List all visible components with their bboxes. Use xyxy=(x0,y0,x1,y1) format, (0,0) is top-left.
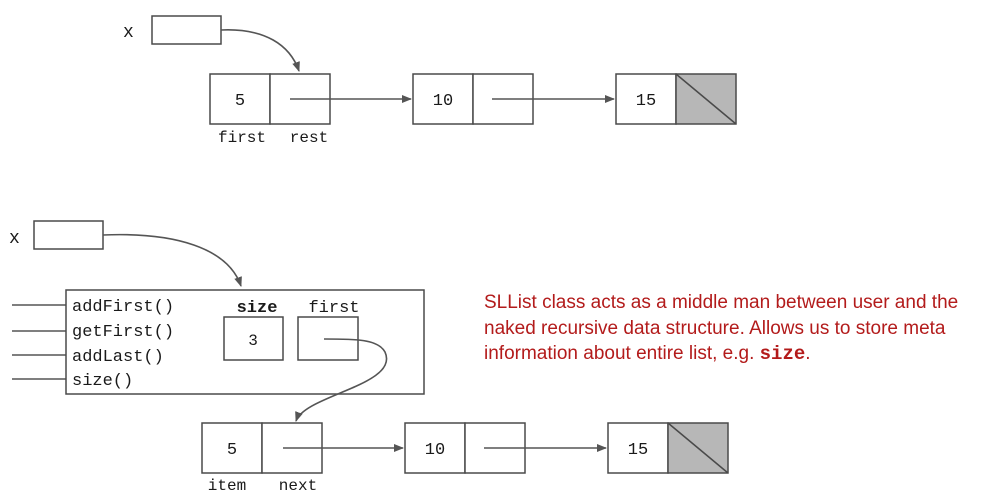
top-node-2: 10 xyxy=(412,73,534,125)
bottom-next-field-label: next xyxy=(279,477,317,495)
bottom-null-slash xyxy=(667,422,729,474)
size-field-value: 3 xyxy=(248,332,258,350)
method-addfirst: addFirst() xyxy=(72,298,174,317)
note-size-code: size xyxy=(759,343,806,365)
method-getfirst: getFirst() xyxy=(72,323,174,342)
bottom-node-1-value: 5 xyxy=(227,441,237,460)
top-rest-field-label: rest xyxy=(290,129,328,147)
bottom-node-3-value: 15 xyxy=(628,441,648,460)
size-field-label: size xyxy=(237,299,278,318)
bottom-var-x-label: x xyxy=(9,229,20,249)
note-text: SLList class acts as a middle man betwee… xyxy=(484,292,959,364)
first-field-label: first xyxy=(308,299,359,318)
bottom-node-2-value-cell xyxy=(404,422,466,474)
top-diagram: x 5 first rest 10 15 xyxy=(123,15,737,147)
sllist-explanation-note: SLList class acts as a middle man betwee… xyxy=(484,290,1004,368)
size-field-box xyxy=(223,316,284,361)
top-first-field-label: first xyxy=(218,129,266,147)
top-var-x-label: x xyxy=(123,23,134,43)
bottom-node-2-value: 10 xyxy=(425,441,445,460)
top-node-1-value-cell xyxy=(209,73,271,125)
bottom-diagram: x addFirst() getFirst() addLast() size()… xyxy=(9,220,729,495)
first-pointer-arrow xyxy=(295,338,388,422)
bottom-x-pointer-arrow xyxy=(102,233,242,287)
bottom-node-3-value-cell xyxy=(607,422,669,474)
bottom-item-field-label: item xyxy=(208,477,246,495)
top-node-1-value: 5 xyxy=(235,92,245,111)
top-node-2-value: 10 xyxy=(433,92,453,111)
note-period: . xyxy=(805,343,811,364)
method-addlast: addLast() xyxy=(72,348,164,367)
top-node-1: 5 xyxy=(209,73,331,125)
top-null-slash xyxy=(675,73,737,125)
method-size: size() xyxy=(72,372,133,391)
top-node-3: 15 xyxy=(615,73,737,125)
bottom-node-1-value-cell xyxy=(201,422,263,474)
top-node-3-value: 15 xyxy=(636,92,656,111)
bottom-node-3: 15 xyxy=(607,422,729,474)
top-var-x-box xyxy=(151,15,222,45)
bottom-var-x-box xyxy=(33,220,104,250)
top-x-pointer-arrow xyxy=(220,29,300,72)
